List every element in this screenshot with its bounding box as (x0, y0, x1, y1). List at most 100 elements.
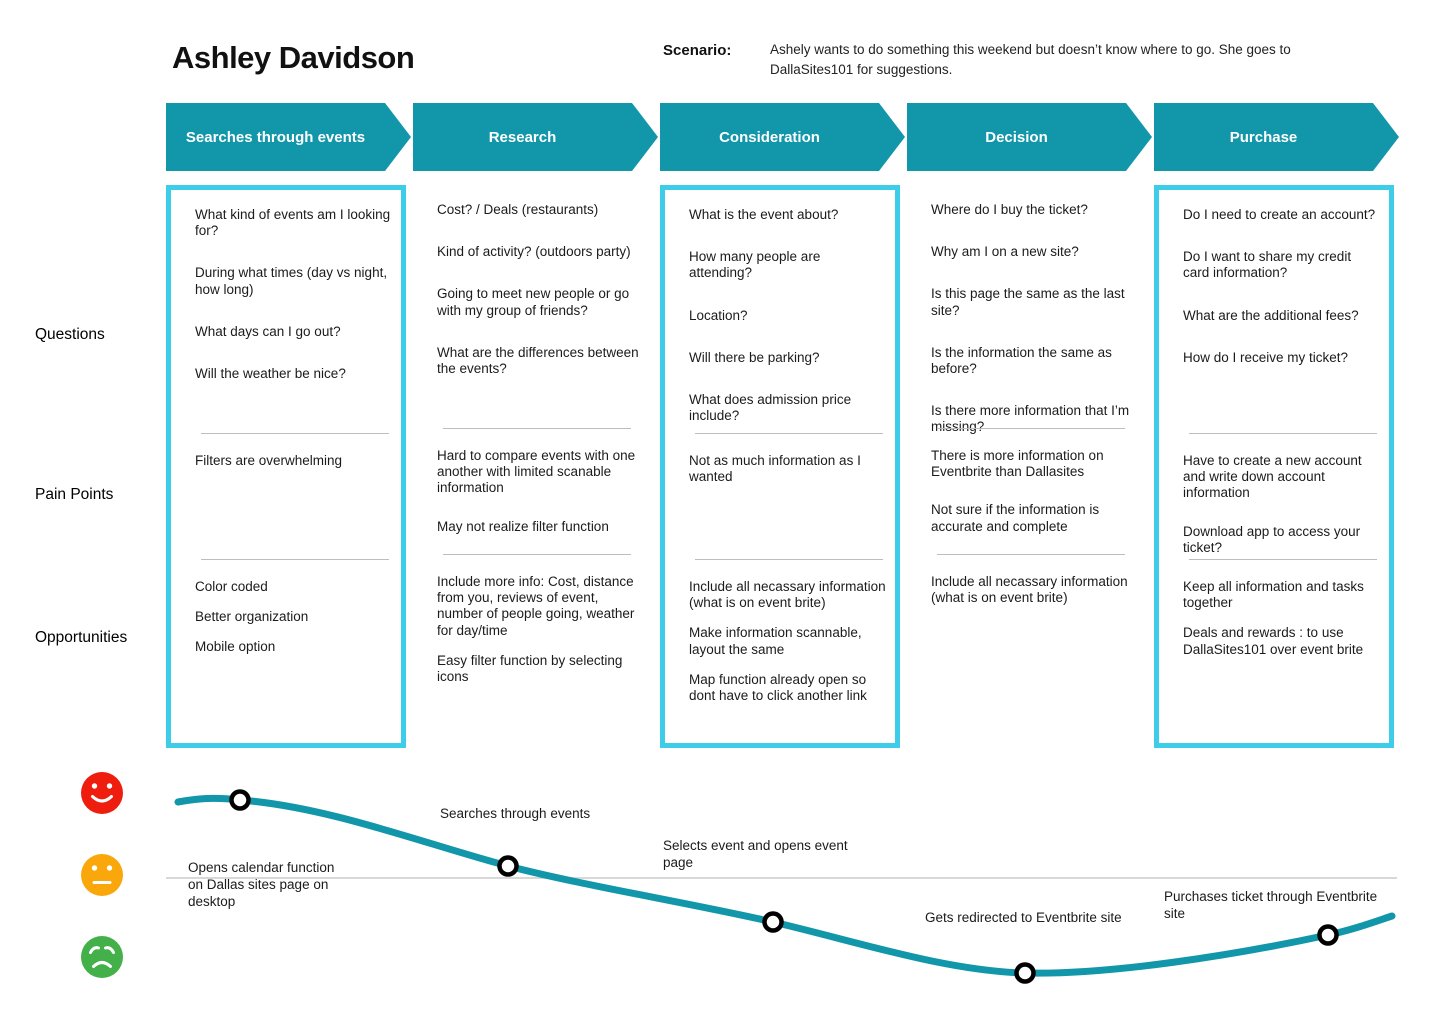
question-item: What kind of events am I looking for? (195, 207, 391, 239)
opportunities-section: Include all necassary information (what … (665, 560, 895, 743)
curve-point-marker (229, 789, 251, 811)
questions-section: Cost? / Deals (restaurants)Kind of activ… (413, 185, 653, 428)
question-item: Going to meet new people or go with my g… (437, 286, 630, 318)
question-item: Is the information the same as before? (931, 344, 1112, 376)
scenario-label: Scenario: (663, 42, 732, 59)
row-label-questions: Questions (35, 326, 105, 343)
curve-point-label-purchases-ticket: Purchases ticket through Eventbrite site (1164, 889, 1378, 921)
curve-point-label-redirected-eventbrite: Gets redirected to Eventbrite site (925, 910, 1122, 925)
section-divider (443, 428, 631, 429)
pain-point-item: Not as much information as I wanted (689, 453, 861, 485)
opportunity-item: Keep all information and tasks together (1183, 579, 1364, 611)
scenario-text: Ashely wants to do something this weeken… (770, 42, 1291, 77)
persona-name: Ashley Davidson (172, 40, 415, 75)
curve-point-label-searches-events: Searches through events (440, 806, 591, 821)
row-label-pain-points: Pain Points (35, 486, 114, 503)
pain-point-item: Filters are overwhelming (195, 453, 343, 468)
question-item: Do I want to share my credit card inform… (1183, 249, 1352, 281)
section-divider (695, 559, 883, 560)
pain-point-item: Hard to compare events with one another … (437, 448, 636, 496)
question-item: Will there be parking? (689, 349, 820, 365)
curve-point-marker (497, 855, 519, 877)
pain-points-section: Filters are overwhelming (171, 434, 401, 559)
question-item: Is there more information that I’m missi… (931, 403, 1130, 435)
emotion-curve-path (174, 794, 1396, 977)
stage-column: Research Cost? / Deals (restaurants)Kind… (413, 103, 658, 748)
pain-point-item: Have to create a new account and write d… (1183, 453, 1362, 501)
question-item: During what times (day vs night, how lon… (195, 265, 388, 297)
question-item: Cost? / Deals (restaurants) (437, 202, 599, 217)
stage-columns: Searches through events What kind of eve… (166, 103, 1399, 748)
question-item: What are the additional fees? (1183, 307, 1359, 323)
pain-point-item: May not realize filter function (437, 518, 609, 534)
question-item: What are the differences between the eve… (437, 344, 639, 376)
stage-header-label: Decision (985, 128, 1048, 146)
question-item: What does admission price include? (689, 391, 852, 424)
stage-header-arrow: Purchase (1154, 103, 1399, 171)
neutral-face-icon (81, 854, 123, 896)
curve-point-marker (1014, 962, 1036, 984)
curve-point-marker (1317, 924, 1339, 946)
curve-point-label-selects-event: Selects event and opens event page (663, 838, 848, 870)
opportunity-item: Better organization (195, 609, 309, 625)
opportunity-item: Deals and rewards : to use DallaSites101… (1183, 625, 1364, 657)
curve-point-label-opens-calendar: Opens calendar function on Dallas sites … (188, 860, 335, 909)
opportunity-item: Easy filter function by selecting icons (437, 652, 623, 684)
stage-box: Cost? / Deals (restaurants)Kind of activ… (413, 185, 653, 748)
stage-box: What is the event about? How many people … (660, 185, 900, 748)
sad-face-icon (81, 936, 123, 978)
section-divider (443, 554, 631, 555)
pain-point-item: Not sure if the information is accurate … (931, 502, 1100, 534)
section-divider (937, 428, 1125, 429)
question-item: How many people are attending? (689, 249, 821, 281)
question-item: What is the event about? (689, 207, 839, 222)
question-item: Location? (689, 307, 748, 323)
opportunity-item: Map function already open so dont have t… (689, 671, 867, 703)
stage-header-arrow: Decision (907, 103, 1152, 171)
row-label-opportunities: Opportunities (35, 629, 128, 646)
questions-section: What kind of events am I looking for? Dur… (171, 190, 401, 433)
question-item: Where do I buy the ticket? (931, 202, 1088, 217)
section-divider (695, 433, 883, 434)
curve-point-marker (762, 911, 784, 933)
question-item: Do I need to create an account? (1183, 207, 1376, 222)
questions-section: What is the event about? How many people … (665, 190, 895, 433)
pain-points-section: Not as much information as I wanted (665, 434, 895, 559)
pain-points-section: Have to create a new account and write d… (1159, 434, 1389, 559)
stage-header-label: Research (488, 128, 557, 146)
stage-header-label: Consideration (719, 128, 820, 146)
opportunity-item: Include more info: Cost, distance from y… (437, 574, 635, 638)
section-divider (1189, 559, 1377, 560)
opportunity-item: Make information scannable, layout the s… (689, 625, 862, 657)
section-divider (201, 433, 389, 434)
question-item: What days can I go out? (195, 323, 341, 339)
section-divider (937, 554, 1125, 555)
question-item: Is this page the same as the last site? (931, 286, 1125, 318)
questions-section: Do I need to create an account? Do I want… (1159, 190, 1389, 433)
stage-header-label: Purchase (1229, 128, 1298, 146)
pain-point-item: Download app to access your ticket? (1183, 523, 1361, 555)
stage-box: Where do I buy the ticket? Why am I on a … (907, 185, 1147, 748)
pain-points-section: There is more information on Eventbrite … (907, 429, 1147, 554)
stage-column: Decision Where do I buy the ticket? Why a… (907, 103, 1152, 748)
question-item: Why am I on a new site? (931, 244, 1079, 260)
happy-face-icon (81, 772, 123, 814)
pain-point-item: There is more information on Eventbrite … (931, 448, 1104, 480)
opportunity-item: Include all necassary information (what … (931, 574, 1128, 606)
opportunity-item: Color coded (195, 579, 268, 594)
section-divider (201, 559, 389, 560)
stage-box: Do I need to create an account? Do I want… (1154, 185, 1394, 748)
stage-header-label: Searches through events (185, 128, 366, 146)
opportunities-section: Include all necassary information (what … (907, 555, 1147, 748)
opportunity-item: Include all necassary information (what … (689, 579, 886, 611)
stage-column: Searches through events What kind of eve… (166, 103, 411, 748)
stage-column: Consideration What is the event about? Ho… (660, 103, 905, 748)
stage-header-arrow: Research (413, 103, 658, 171)
stage-header-arrow: Consideration (660, 103, 905, 171)
emotion-curve (166, 789, 1397, 984)
section-divider (1189, 433, 1377, 434)
question-item: How do I receive my ticket? (1183, 349, 1349, 365)
